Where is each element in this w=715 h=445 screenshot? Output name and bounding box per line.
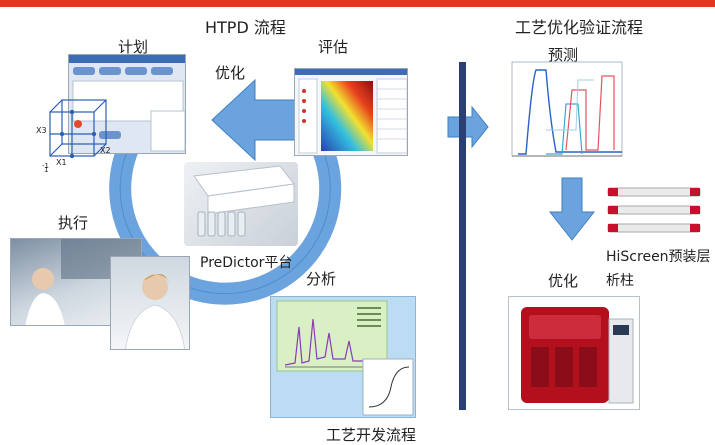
optimize-instrument-label: 优化 bbox=[548, 272, 579, 290]
optimize-step-label: 优化 bbox=[215, 64, 246, 82]
top-accent-bar bbox=[0, 0, 715, 7]
axis-tick-pos: 1 bbox=[44, 166, 49, 174]
axis-x2: X2 bbox=[100, 146, 111, 155]
right-arrow bbox=[447, 105, 489, 149]
execute-photo-2 bbox=[110, 256, 190, 350]
plan-screenshot bbox=[68, 54, 186, 154]
axis-tick-neg: -1 bbox=[42, 162, 49, 170]
predict-chromatogram bbox=[506, 60, 630, 164]
htpd-title: HTPD 流程 bbox=[205, 18, 286, 37]
plan-label: 计划 bbox=[118, 38, 149, 56]
analyze-label: 分析 bbox=[306, 270, 337, 288]
verification-title: 工艺优化验证流程 bbox=[515, 18, 644, 37]
axis-x3: X3 bbox=[36, 126, 47, 135]
cycle-ring-edge bbox=[119, 107, 331, 295]
evaluate-label: 评估 bbox=[318, 38, 349, 56]
evaluate-screenshot bbox=[294, 68, 408, 156]
predict-label: 预测 bbox=[548, 46, 579, 64]
platform-label: PreDictor平台 bbox=[200, 255, 293, 271]
akta-instrument-image bbox=[508, 296, 640, 410]
process-dev-label: 工艺开发流程 bbox=[326, 426, 417, 444]
execute-label: 执行 bbox=[58, 214, 89, 232]
divider-bar bbox=[459, 62, 466, 410]
hiscreen-label-2: 析柱 bbox=[606, 273, 634, 289]
analyze-panel bbox=[270, 296, 416, 418]
axis-x1: X1 bbox=[56, 158, 67, 167]
hiscreen-columns-image bbox=[604, 184, 704, 238]
down-arrow bbox=[548, 177, 596, 241]
predictor-plate-image bbox=[184, 162, 298, 246]
hiscreen-label-1: HiScreen预装层 bbox=[606, 249, 711, 265]
